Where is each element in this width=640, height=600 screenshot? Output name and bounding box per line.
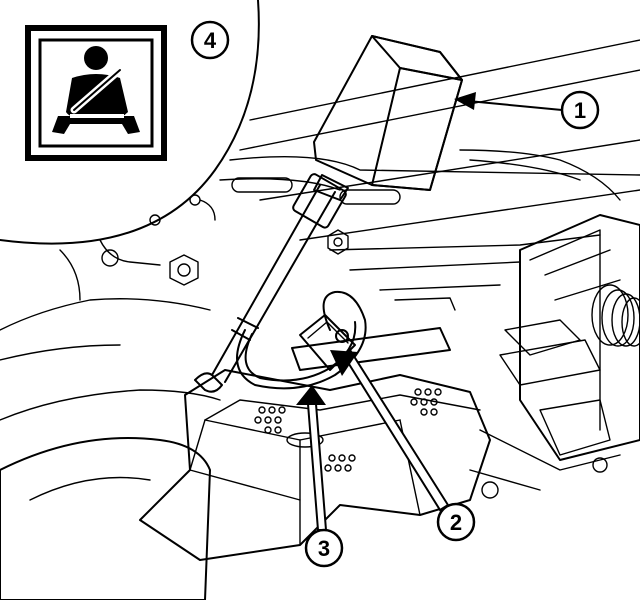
hole-cluster: [324, 454, 356, 472]
seat-belt-assembly: [194, 173, 451, 393]
hole-cluster: [254, 406, 286, 434]
callout-1-label: 1: [574, 98, 586, 123]
callout-2-label: 2: [450, 510, 462, 535]
vehicle-floor-background: [0, 39, 640, 600]
seatbelt-icon: [25, 25, 167, 161]
hole-cluster: [410, 388, 442, 416]
bolt-icon: [327, 229, 349, 255]
callout-4-label: 4: [204, 28, 217, 53]
callout-4: 4: [190, 20, 230, 60]
seat-belt-buckle-icon: [313, 35, 463, 201]
detail-inset: [0, 0, 260, 245]
callout-1: 1: [454, 90, 600, 130]
spring-icon: [591, 284, 640, 347]
callout-2: 2: [330, 348, 476, 542]
callout-3: 3: [296, 385, 344, 568]
callout-3-label: 3: [318, 536, 330, 561]
seat-runner-mechanism: [469, 214, 640, 491]
bolt-icon: [169, 254, 199, 286]
wiring-connector: [299, 314, 356, 371]
